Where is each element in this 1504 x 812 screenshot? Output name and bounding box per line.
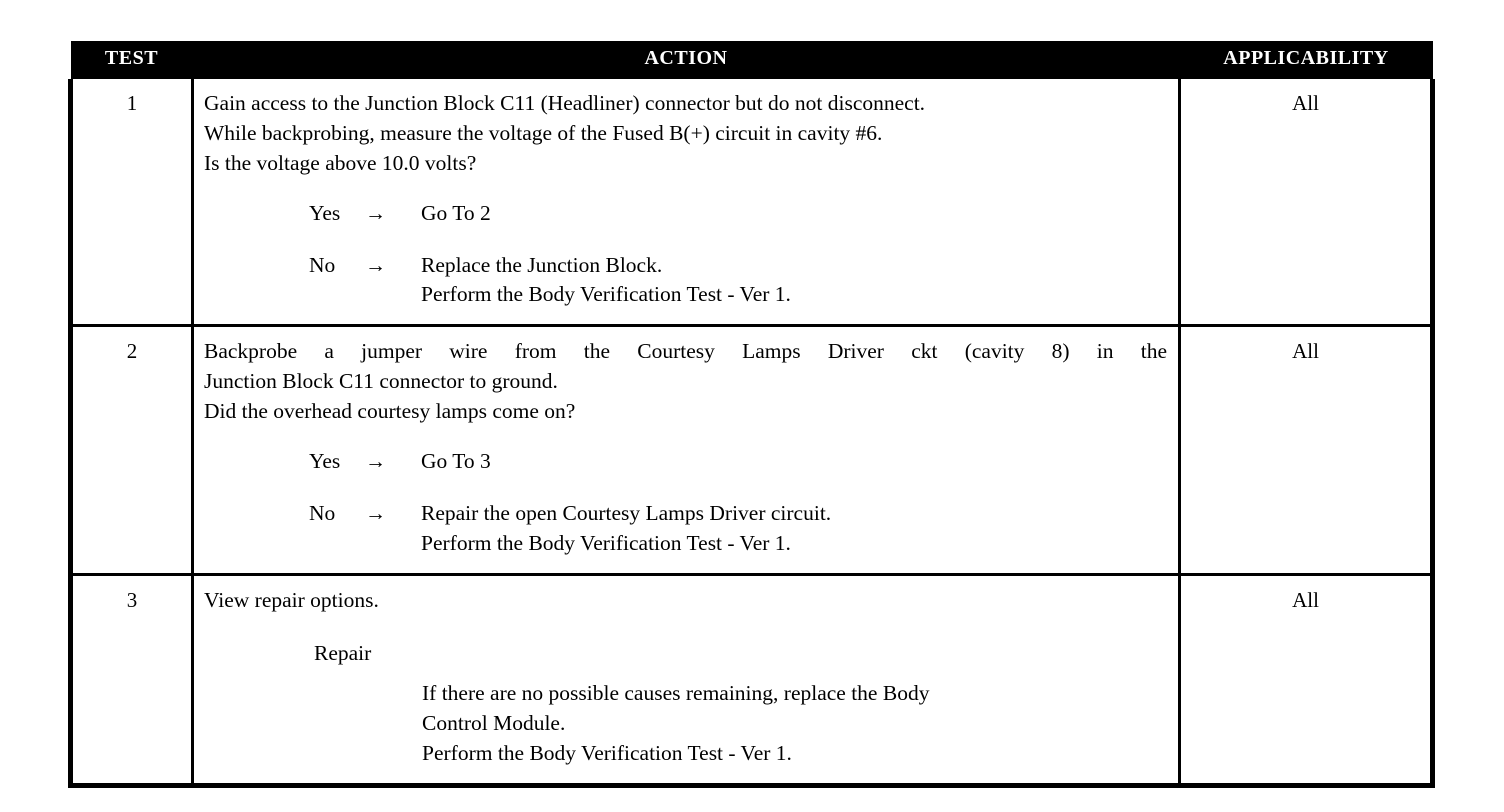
diagnostic-test-table: TEST ACTION APPLICABILITY 1 Gain access … <box>68 41 1435 788</box>
repair-line: If there are no possible causes remainin… <box>422 681 930 706</box>
action-cell: Gain access to the Junction Block C11 (H… <box>191 79 1181 328</box>
branch-no: No → Repair the open Courtesy Lamps Driv… <box>309 499 1167 559</box>
branch-list: Yes → Go To 3 No → Repair the open Court… <box>204 447 1167 559</box>
branch-label: Yes <box>309 200 341 225</box>
branch-label: No <box>309 252 336 277</box>
repair-line: Perform the Body Verification Test - Ver… <box>422 741 792 765</box>
action-intro-line: Junction Block C11 connector to ground. <box>204 369 558 394</box>
column-header-applicability: APPLICABILITY <box>1223 47 1389 69</box>
arrow-right-icon: → <box>365 500 386 525</box>
branch-action-line: Replace the Junction Block. <box>421 252 663 277</box>
branch-action-text: Go To 3 <box>421 447 1167 477</box>
branch-action-text: Repair the open Courtesy Lamps Driver ci… <box>421 499 1167 559</box>
action-intro-line: Is the voltage above 10.0 volts? <box>204 150 477 175</box>
applicability-cell: All <box>1178 574 1435 788</box>
table-row: 1 Gain access to the Junction Block C11 … <box>68 79 1435 328</box>
column-header-action: ACTION <box>644 47 728 69</box>
action-intro-line: Did the overhead courtesy lamps come on? <box>204 399 576 423</box>
repair-heading: Repair <box>314 641 372 666</box>
branch-action-text: Replace the Junction Block. Perform the … <box>421 251 1167 311</box>
branch-action-line: Go To 3 <box>421 448 491 473</box>
branch-label: Yes <box>309 448 341 473</box>
action-intro-line: View repair options. <box>204 587 379 612</box>
branch-action-line: Perform the Body Verification Test - Ver… <box>421 530 791 555</box>
branch-yes: Yes → Go To 3 <box>309 447 1167 477</box>
branch-action-line: Repair the open Courtesy Lamps Driver ci… <box>421 500 832 525</box>
table-body: 1 Gain access to the Junction Block C11 … <box>68 79 1435 788</box>
branch-action-line: Perform the Body Verification Test - Ver… <box>421 282 791 307</box>
table-row: 3 View repair options. Repair If there a… <box>68 574 1435 788</box>
column-header-test: TEST <box>104 47 159 69</box>
arrow-right-icon: → <box>365 448 386 473</box>
action-cell: View repair options. Repair If there are… <box>191 574 1181 788</box>
test-number-cell: 2 <box>68 325 194 576</box>
branch-action-text: Go To 2 <box>421 199 1167 229</box>
table-header-row: TEST ACTION APPLICABILITY <box>70 41 1433 79</box>
action-intro-line: Gain access to the Junction Block C11 (H… <box>204 91 926 115</box>
applicability-cell: All <box>1178 79 1435 328</box>
applicability-cell: All <box>1178 325 1435 576</box>
action-intro-line: While backprobing, measure the voltage o… <box>204 120 883 145</box>
repair-text: If there are no possible causes remainin… <box>204 679 1167 769</box>
branch-yes: Yes → Go To 2 <box>309 199 1167 229</box>
test-number-cell: 3 <box>68 574 194 788</box>
action-intro-line: Backprobe a jumper wire from the Courtes… <box>204 339 1167 364</box>
branch-label: No <box>309 500 336 525</box>
repair-line: Control Module. <box>422 711 566 736</box>
branch-list: Yes → Go To 2 No → Replace the Junction … <box>204 199 1167 311</box>
branch-action-line: Go To 2 <box>421 200 491 225</box>
action-cell: Backprobe a jumper wire from the Courtes… <box>191 325 1181 576</box>
arrow-right-icon: → <box>365 200 386 225</box>
branch-no: No → Replace the Junction Block. Perform… <box>309 251 1167 311</box>
test-number-cell: 1 <box>68 79 194 328</box>
arrow-right-icon: → <box>365 252 386 277</box>
table-header: TEST ACTION APPLICABILITY <box>70 41 1433 79</box>
table-row: 2 Backprobe a jumper wire from the Court… <box>68 325 1435 576</box>
